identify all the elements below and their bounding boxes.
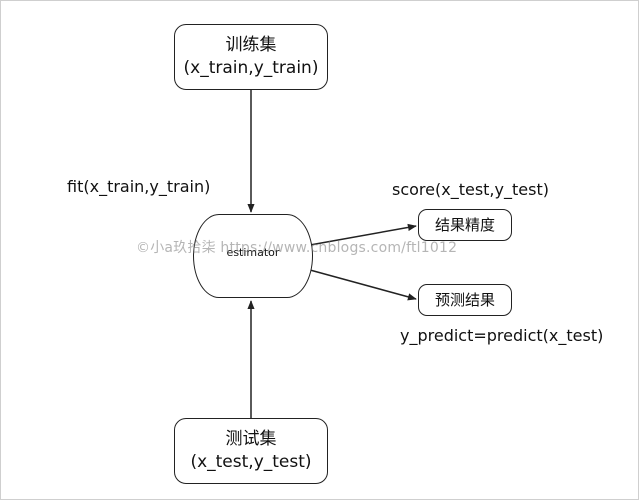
test-set-params: (x_test,y_test)	[190, 452, 312, 472]
watermark-text: ©小a玖拾柒 https://www.cnblogs.com/ftl1012	[136, 240, 458, 256]
test-set-box: 测试集 (x_test,y_test)	[174, 418, 328, 484]
predict-result-label: 预测结果	[434, 290, 495, 309]
arrow-estimator-to-score	[309, 223, 417, 246]
train-set-params: (x_train,y_train)	[183, 58, 319, 78]
test-set-title: 测试集	[225, 429, 277, 450]
score-result-label: 结果精度	[434, 215, 495, 234]
predict-label: y_predict=predict(x_test)	[400, 326, 604, 345]
estimator-node: estimator	[193, 214, 313, 298]
score-label: score(x_test,y_test)	[392, 180, 549, 199]
arrow-estimator-to-predict	[309, 269, 417, 301]
fit-label: fit(x_train,y_train)	[67, 177, 211, 196]
train-set-box: 训练集 (x_train,y_train)	[174, 24, 328, 90]
train-set-title: 训练集	[225, 35, 277, 56]
score-result-box: 结果精度	[418, 209, 512, 241]
predict-result-box: 预测结果	[418, 284, 512, 316]
estimator-label: estimator	[226, 245, 280, 259]
